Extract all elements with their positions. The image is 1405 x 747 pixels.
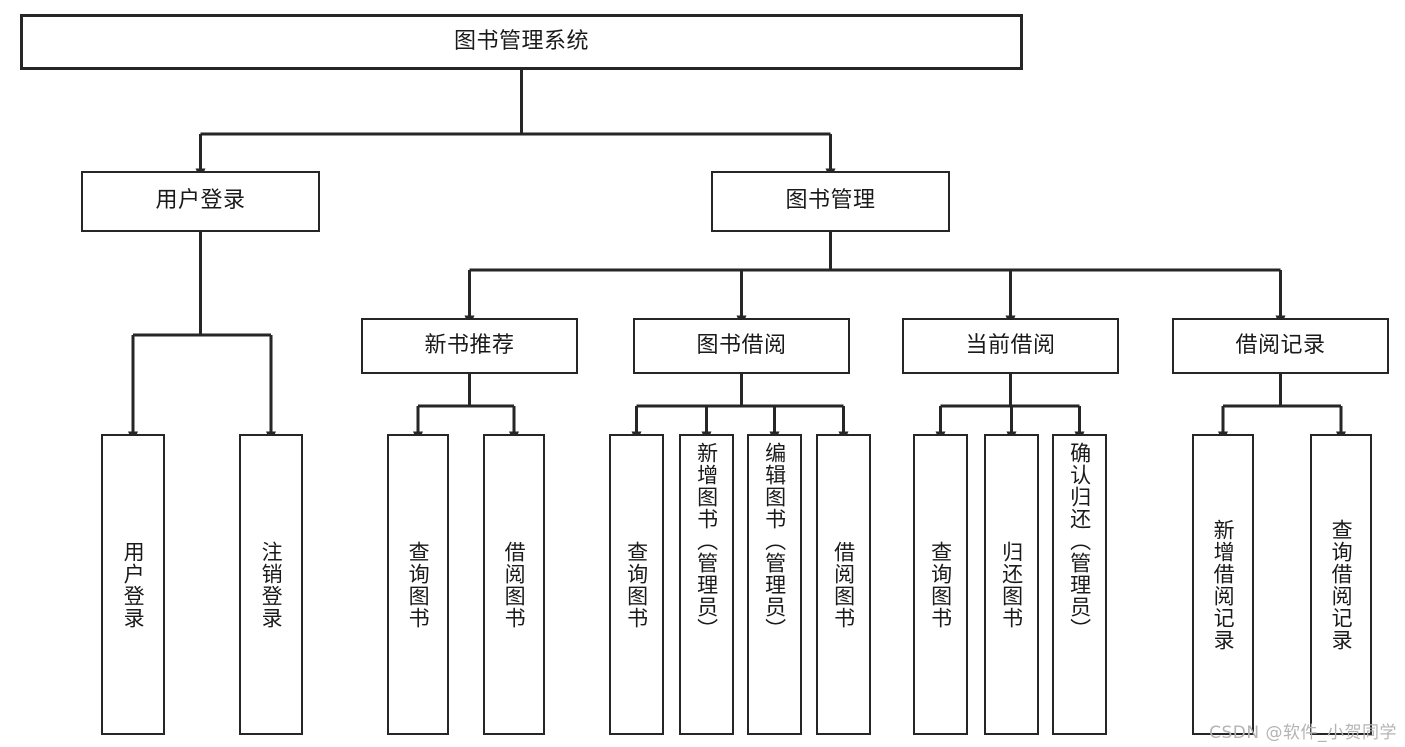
leaf-borrow-book-newbook-label: 借阅图书 xyxy=(502,540,527,629)
node-book-manage-label: 图书管理 xyxy=(785,188,876,214)
leaf-query-borrow-record-label: 查询借阅记录 xyxy=(1329,518,1354,651)
leaf-query-book-borrow[interactable]: 查询图书 xyxy=(609,434,664,735)
leaf-return-book[interactable]: 归还图书 xyxy=(984,434,1039,735)
leaf-query-book-borrow-label: 查询图书 xyxy=(624,540,649,629)
node-borrow-record-label: 借阅记录 xyxy=(1235,332,1326,358)
leaf-borrow-book-borrow-label: 借阅图书 xyxy=(831,540,856,629)
leaf-user-logout[interactable]: 注销登录 xyxy=(239,434,303,735)
node-root-label: 图书管理系统 xyxy=(453,28,589,54)
node-current-borrow-label: 当前借阅 xyxy=(965,332,1056,358)
leaf-add-borrow-record-label: 新增借阅记录 xyxy=(1211,518,1236,651)
leaf-user-login[interactable]: 用户登录 xyxy=(101,434,165,735)
leaf-borrow-book-newbook[interactable]: 借阅图书 xyxy=(483,434,545,735)
leaf-user-login-label: 用户登录 xyxy=(121,540,146,629)
leaf-add-borrow-record[interactable]: 新增借阅记录 xyxy=(1192,434,1254,735)
leaf-query-book-current[interactable]: 查询图书 xyxy=(913,434,968,735)
node-new-book-recommend-label: 新书推荐 xyxy=(424,332,515,358)
leaf-edit-book-label: 编辑图书（管理员） xyxy=(762,442,787,640)
leaf-return-book-label: 归还图书 xyxy=(999,540,1024,629)
leaf-borrow-book-borrow[interactable]: 借阅图书 xyxy=(816,434,871,735)
node-new-book-recommend[interactable]: 新书推荐 xyxy=(361,318,578,374)
leaf-user-logout-label: 注销登录 xyxy=(259,540,284,629)
leaf-query-book-newbook-label: 查询图书 xyxy=(406,540,431,629)
node-book-borrow[interactable]: 图书借阅 xyxy=(633,318,850,374)
node-user-login[interactable]: 用户登录 xyxy=(81,171,320,232)
node-root[interactable]: 图书管理系统 xyxy=(20,14,1023,70)
node-book-borrow-label: 图书借阅 xyxy=(696,332,787,358)
node-user-login-label: 用户登录 xyxy=(155,188,246,214)
leaf-query-borrow-record[interactable]: 查询借阅记录 xyxy=(1310,434,1372,735)
leaf-add-book[interactable]: 新增图书（管理员） xyxy=(679,434,734,735)
leaf-confirm-return-label: 确认归还（管理员） xyxy=(1067,442,1092,640)
node-book-manage[interactable]: 图书管理 xyxy=(711,171,950,232)
node-current-borrow[interactable]: 当前借阅 xyxy=(902,318,1119,374)
leaf-query-book-newbook[interactable]: 查询图书 xyxy=(387,434,449,735)
leaf-edit-book[interactable]: 编辑图书（管理员） xyxy=(747,434,802,735)
leaf-confirm-return[interactable]: 确认归还（管理员） xyxy=(1052,434,1107,735)
leaf-add-book-label: 新增图书（管理员） xyxy=(694,442,719,640)
node-borrow-record[interactable]: 借阅记录 xyxy=(1172,318,1389,374)
connector-group xyxy=(128,70,1346,443)
leaf-query-book-current-label: 查询图书 xyxy=(928,540,953,629)
